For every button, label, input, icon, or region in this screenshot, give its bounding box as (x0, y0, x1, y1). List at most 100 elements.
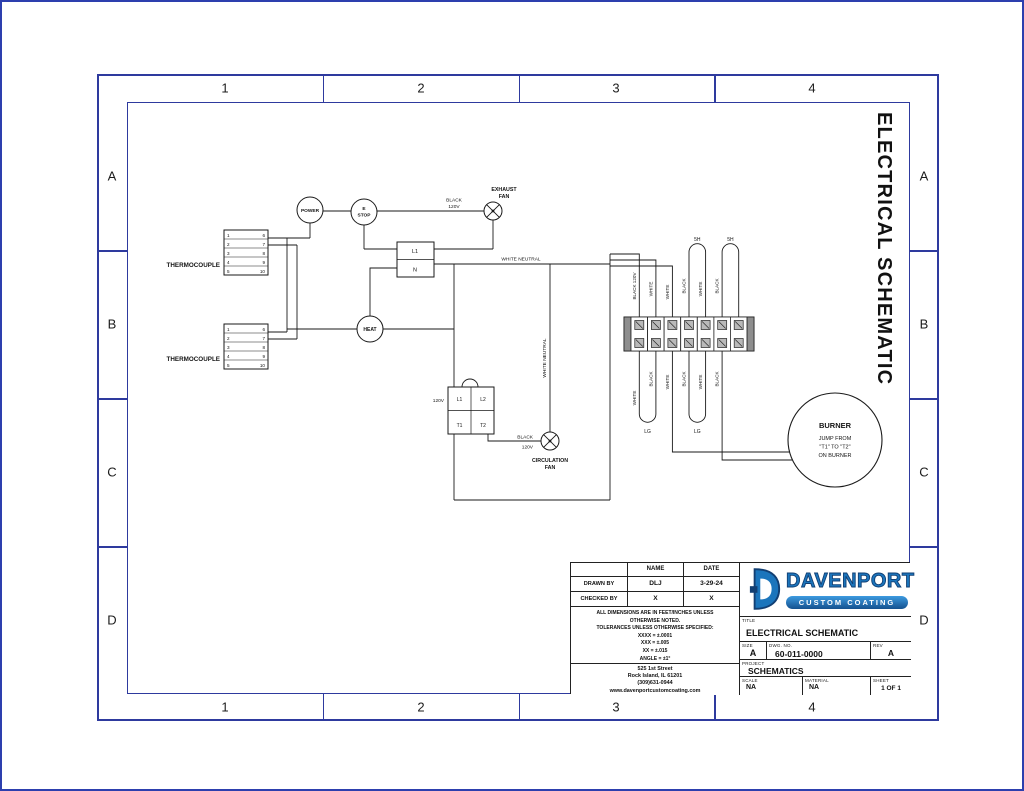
zone-row-label: B (919, 316, 929, 332)
terminal-strip (623, 316, 755, 352)
zone-tick (518, 693, 520, 720)
rev-label: REV (873, 643, 883, 648)
thermocouple-1-pins: 1 2 3 4 5 6 7 8 9 10 (227, 233, 265, 274)
estop-label-line2: STOP (358, 213, 372, 219)
zone-col-label: 3 (612, 699, 620, 715)
notes-line: ALL DIMENSIONS ARE IN FEET/INCHES UNLESS (596, 610, 714, 616)
power-label: POWER (301, 208, 320, 214)
zone-tick (97, 250, 127, 252)
size-label: SIZE (742, 643, 753, 648)
tb-material-cell: MATERIAL NA (803, 677, 871, 695)
svg-text:10: 10 (260, 269, 266, 274)
tb-address-cell: 525 1st Street Rock Island, IL 61201 (30… (571, 664, 740, 695)
tb-checked-by-cell: CHECKED BY (571, 592, 628, 607)
svg-text:1: 1 (227, 233, 230, 238)
tb-checked-date-cell: X (684, 592, 740, 607)
thermocouple-2-pins: 1 2 3 4 5 6 7 8 9 10 (227, 327, 265, 368)
notes-line: ANGLE = ±1° (639, 655, 671, 662)
zone-tick (714, 74, 716, 102)
burner-note-line1: JUMP FROM (819, 436, 852, 442)
material-label: MATERIAL (805, 678, 829, 683)
tb-logo-cell: DAVENPORT CUSTOM COATING (740, 563, 915, 617)
address-line: 525 1st Street (637, 666, 673, 672)
heat-label: HEAT (363, 327, 376, 333)
tb-sheet-cell: SHEET 1 OF 1 (871, 677, 911, 695)
name-header: NAME (646, 566, 665, 572)
svg-text:BLACK: BLACK (682, 371, 687, 387)
svg-text:4: 4 (227, 260, 230, 265)
tb-notes-cell: ALL DIMENSIONS ARE IN FEET/INCHES UNLESS… (571, 607, 740, 664)
circulation-fan-label-line2: FAN (545, 465, 556, 471)
svg-text:2: 2 (227, 242, 230, 247)
tb-dwg-cell: DWG. NO. 60-011-0000 (767, 642, 871, 660)
svg-text:8: 8 (262, 251, 265, 256)
svg-text:6: 6 (262, 233, 265, 238)
zone-tick (518, 74, 520, 102)
svg-text:WHITE: WHITE (698, 282, 703, 297)
notes-line: OTHERWISE NOTED. (629, 617, 681, 624)
material-value: NA (809, 684, 820, 691)
address-line: www.davenportcustomcoating.com (609, 687, 701, 694)
svg-text:BLACK 120V: BLACK 120V (632, 272, 637, 300)
zone-col-label: 1 (221, 80, 229, 96)
svg-text:5: 5 (227, 363, 230, 368)
zone-row-label: A (919, 168, 929, 184)
zone-tick (97, 546, 127, 548)
tb-drawn-name-cell: DLJ (628, 577, 684, 592)
zone-row-label: D (919, 612, 929, 628)
svg-text:BLACK: BLACK (715, 278, 720, 294)
thermocouple-block-1 (223, 229, 269, 276)
terminal-top-wire-labels: BLACK 120V WHITE WHITE BLACK WHITE BLACK (632, 272, 720, 300)
notes-line: XX = ±.015 (642, 647, 668, 654)
size-value: A (749, 648, 757, 658)
rev-value: A (887, 648, 895, 658)
ground-label: LG (694, 429, 701, 435)
estop-label-line1: E (362, 206, 366, 212)
svg-text:3: 3 (227, 345, 230, 350)
svg-text:5: 5 (227, 269, 230, 274)
zone-tick (714, 693, 716, 720)
sheet-value: 1 OF 1 (881, 685, 901, 692)
burner-note-line3: ON BURNER (818, 453, 851, 459)
checked-by-label: CHECKED BY (580, 596, 618, 602)
drawn-by-name: DLJ (649, 580, 662, 587)
zone-row-label: B (107, 316, 117, 332)
zone-col-label: 4 (808, 80, 816, 96)
svg-text:BLACK: BLACK (648, 371, 653, 387)
checked-by-name: X (653, 595, 658, 602)
relay-l1-label: L1 (412, 249, 418, 255)
white-neutral-label-horizontal: WHITE NEUTRAL (501, 257, 541, 263)
zone-col-label: 2 (417, 80, 425, 96)
power-indicator (296, 196, 324, 224)
drawn-by-label: DRAWN BY (583, 581, 615, 587)
drawn-by-date: 3-29-24 (700, 580, 723, 587)
svg-text:3: 3 (227, 251, 230, 256)
zone-col-label: 3 (612, 80, 620, 96)
transformer-l1-label: L1 (457, 397, 463, 403)
tb-scale-cell: SCALE NA (740, 677, 803, 695)
svg-text:10: 10 (260, 363, 266, 368)
sheet-label: SHEET (873, 678, 890, 683)
terminal-bottom-wire-labels: WHITE BLACK WHITE BLACK WHITE BLACK (632, 371, 720, 406)
tb-drawn-by-cell: DRAWN BY (571, 577, 628, 592)
tb-name-header-cell: NAME (628, 563, 684, 577)
estop-indicator (350, 198, 378, 226)
svg-text:7: 7 (262, 336, 265, 341)
zone-col-label: 2 (417, 699, 425, 715)
logo-tagline: CUSTOM COATING (786, 596, 908, 609)
svg-text:2: 2 (227, 336, 230, 341)
transformer-voltage-label: 120V (433, 398, 445, 404)
davenport-logo-icon (749, 568, 781, 610)
tb-cell-blank (571, 563, 628, 577)
drawing-title: ELECTRICAL SCHEMATIC (746, 628, 859, 638)
feed-wire-voltage-label: 120V (448, 204, 460, 210)
tb-rev-cell: REV A (871, 642, 911, 660)
relay-block (396, 241, 435, 278)
circulation-fan-label-line1: CIRCULATION (532, 458, 568, 464)
svg-text:WHITE: WHITE (665, 285, 670, 300)
svg-text:4: 4 (227, 354, 230, 359)
notes-line: TOLERANCES UNLESS OTHERWISE SPECIFIED: (596, 625, 714, 632)
svg-text:WHITE: WHITE (665, 375, 670, 390)
project-value: SCHEMATICS (748, 666, 804, 676)
